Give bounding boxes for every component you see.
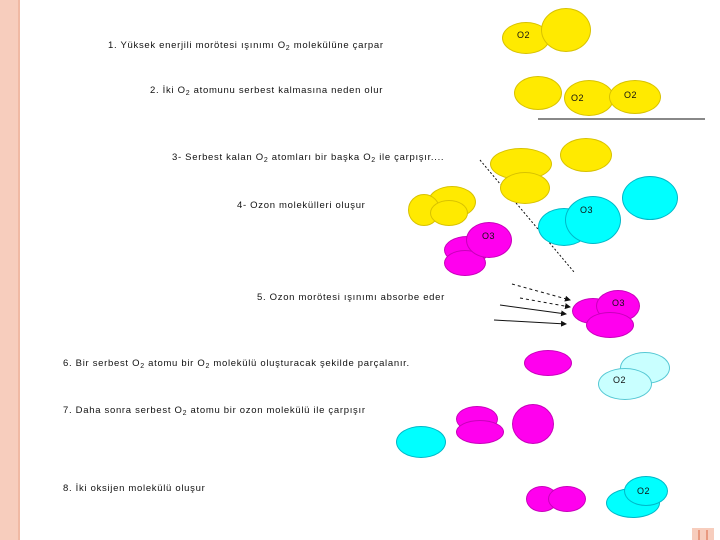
step-2-sub: 2 [185, 90, 191, 97]
step-4-text: 4- Ozon molekülleri oluşur [237, 200, 366, 211]
oxygen-atom-step3-right [560, 138, 612, 172]
label-o3-step4: O3 [482, 231, 496, 241]
step-7-sub: 2 [182, 410, 188, 417]
step-1-text: 1. Yüksek enerjili morötesi ışınımı O2 m… [108, 40, 384, 52]
free-atom-step6 [524, 350, 572, 376]
label-o2-step2-a: O2 [571, 93, 585, 103]
step-7-label: 7. Daha sonra serbest O [63, 405, 183, 416]
slide-left-border-line [18, 0, 20, 540]
step-7-text: 7. Daha sonra serbest O2 atomu bir ozon … [63, 405, 366, 417]
step-1-tail: molekülüne çarpar [290, 40, 384, 51]
o2-product-cyan-2 [624, 476, 668, 506]
free-oxygen-atom-step2-left [514, 76, 562, 110]
step-8-text: 8. İki oksijen molekülü oluşur [63, 483, 206, 494]
label-o2-step6: O2 [613, 375, 627, 385]
oxygen-atom-step3-bottom [500, 172, 550, 204]
step-2-label: 2. İki O [150, 85, 186, 96]
step-6-sub2: 2 [205, 363, 211, 370]
step-3-mid: atomları bir başka O [268, 152, 372, 163]
cyan-atom-step4-3 [622, 176, 678, 220]
free-atom-step7 [396, 426, 446, 458]
step-1-label: 1. Yüksek enerjili morötesi ışınımı O [108, 40, 286, 51]
free-oxygen-atom-step2-right [609, 80, 661, 114]
step-3-sub2: 2 [371, 157, 376, 164]
corner-tick-1 [698, 530, 700, 540]
free-oxygen-atom-step2-mid [564, 80, 614, 116]
ozone-forming-atom-3 [430, 200, 468, 226]
step-3-sub: 2 [263, 157, 269, 164]
oxygen-atom-step1-right [541, 8, 591, 52]
label-o3-step5: O3 [612, 298, 626, 308]
step-6-text: 6. Bir serbest O2 atomu bir O2 molekülü … [63, 358, 410, 370]
ozone-atom-3 [466, 222, 512, 258]
step-6-tail: molekülü oluşturacak şekilde parçalanır. [210, 358, 410, 369]
uv-arrow-1 [511, 283, 571, 302]
step-7-tail: atomu bir ozon molekülü ile çarpışır [187, 405, 366, 416]
step-6-sub: 2 [140, 363, 145, 370]
label-o2-step1: O2 [517, 30, 531, 40]
o2-product-magenta-2 [548, 486, 586, 512]
label-o3-step4-b: O3 [580, 205, 594, 215]
step-6-label: 6. Bir serbest O [63, 358, 141, 369]
cyan-atom-step4-2 [565, 196, 621, 244]
uv-ray-dotted [479, 159, 575, 273]
slide-left-border [0, 0, 18, 540]
slide-corner-mark [692, 528, 714, 540]
uv-arrow-2 [519, 297, 571, 310]
label-o2-step2-b: O2 [624, 90, 638, 100]
uv-arrow-4 [493, 319, 567, 327]
o2-molecule-step6-atom-2 [598, 368, 652, 400]
step-2-tail: atomunu serbest kalmasına neden olur [190, 85, 384, 96]
ozone-atom-step5-bottom [586, 312, 634, 338]
label-o2-step8: O2 [637, 486, 651, 496]
step-3-label: 3- Serbest kalan O [172, 152, 264, 163]
ozone-atom-step7-2 [456, 420, 504, 444]
uv-arrow-3 [499, 304, 567, 317]
step-3-text: 3- Serbest kalan O2 atomları bir başka O… [172, 152, 444, 164]
ozone-atom-step7-3 [512, 404, 554, 444]
step-2-text: 2. İki O2 atomunu serbest kalmasına nede… [150, 85, 383, 97]
step-5-text: 5. Ozon morötesi ışınımı absorbe eder [257, 292, 446, 303]
step-1-sub: 2 [285, 45, 291, 52]
corner-tick-2 [706, 530, 708, 540]
step-3-tail: ile çarpışır.... [375, 152, 445, 163]
step-6-mid: atomu bir O [144, 358, 206, 369]
